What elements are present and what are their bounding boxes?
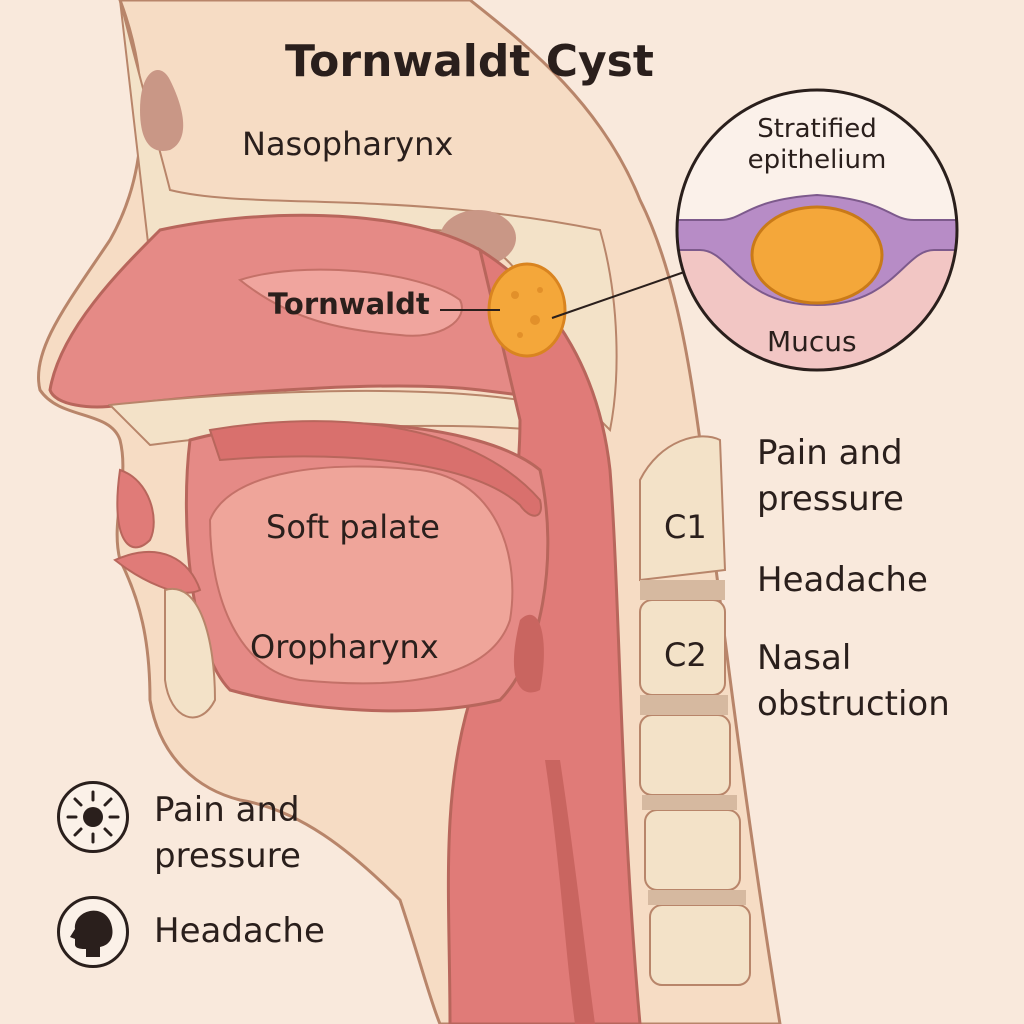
lips [113, 468, 202, 594]
inset-label-epithelium: epithelium [747, 145, 887, 175]
inset-magnified-view [677, 90, 957, 370]
symptom-pain-line2: pressure [757, 479, 904, 519]
tornwaldt-cyst [487, 262, 567, 358]
sun-pain-icon [57, 781, 129, 853]
head-silhouette-icon [57, 896, 129, 968]
vertebra-c1 [639, 435, 727, 582]
inset-leader-line [551, 269, 691, 319]
frontal-sinus [140, 70, 184, 151]
vertebra-c3 [639, 714, 731, 796]
inset-border [675, 88, 959, 372]
label-c1: C1 [664, 508, 707, 546]
vertebra-c5 [649, 904, 751, 986]
label-c2: C2 [664, 636, 707, 674]
legend-pain-line2: pressure [154, 836, 301, 876]
tongue [208, 465, 514, 685]
label-tornwaldt: Tornwaldt [268, 287, 430, 321]
soft-palate-shape [208, 420, 542, 517]
jaw-bone [164, 587, 217, 719]
symptom-pain-line1: Pain and [757, 433, 903, 473]
symptom-nasal-line1: Nasal [757, 638, 852, 678]
cervical-spine [639, 435, 751, 986]
turbinate [237, 268, 463, 337]
label-soft-palate: Soft palate [266, 508, 440, 546]
legend-pain-line1: Pain and [154, 790, 300, 830]
vertebra-c4 [644, 809, 741, 891]
inset-label-mucus: Mucus [767, 325, 857, 358]
diagram-title: Tornwaldt Cyst [285, 36, 654, 87]
legend-headache: Headache [154, 911, 325, 951]
symptom-nasal-line2: obstruction [757, 684, 950, 724]
symptom-headache: Headache [757, 560, 928, 600]
inset-label-stratified: Stratified [757, 114, 877, 144]
intervertebral-discs [640, 580, 746, 905]
epiglottis [513, 614, 544, 693]
inset-cyst [750, 205, 884, 305]
label-nasopharynx: Nasopharynx [242, 125, 454, 163]
label-oropharynx: Oropharynx [250, 628, 439, 666]
trachea [545, 760, 595, 1024]
cyst-texture [511, 287, 543, 338]
